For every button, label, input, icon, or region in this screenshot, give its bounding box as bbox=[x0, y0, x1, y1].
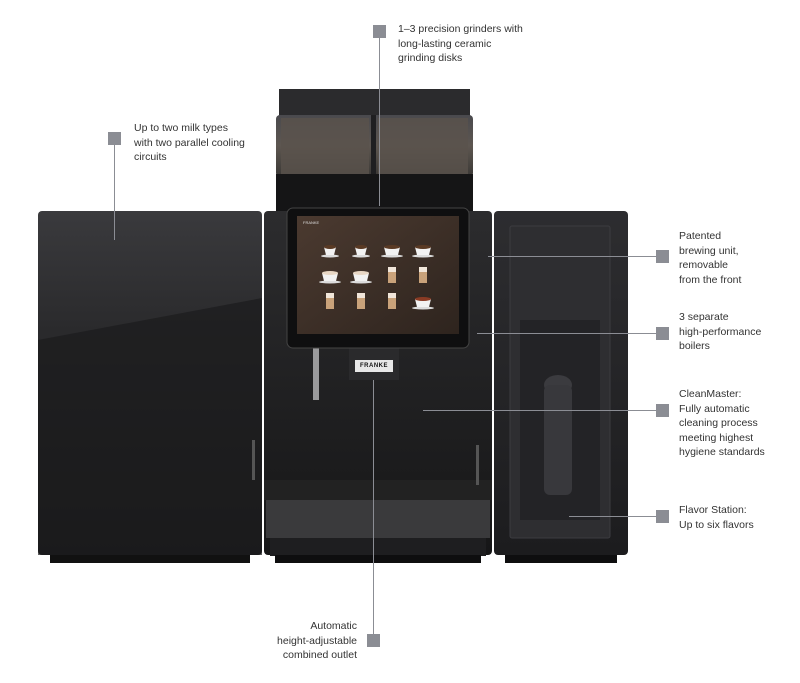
latte-glass-icon bbox=[357, 293, 365, 309]
outlet-annotation: Automatic height-adjustable combined out… bbox=[277, 620, 357, 661]
latte-glass-icon bbox=[388, 293, 396, 309]
brewing-unit-marker bbox=[656, 250, 669, 263]
milk-annotation: Up to two milk types with two parallel c… bbox=[134, 122, 245, 163]
latte-glass-icon bbox=[419, 267, 427, 283]
brewing-unit-leader bbox=[488, 256, 656, 257]
grinders-marker bbox=[373, 25, 386, 38]
boilers-annotation: 3 separate high-performance boilers bbox=[679, 311, 762, 352]
flavor-leader bbox=[569, 516, 656, 517]
cappuccino-cup-icon bbox=[350, 271, 372, 284]
espresso-cup-icon bbox=[321, 245, 339, 258]
boilers-leader bbox=[477, 333, 656, 334]
brand-badge: FRANKE bbox=[355, 360, 393, 372]
espresso-cup-icon bbox=[352, 245, 370, 258]
milk-cooling-unit bbox=[38, 211, 262, 563]
touch-screen bbox=[286, 207, 470, 349]
coffee-cup-icon bbox=[412, 245, 434, 258]
coffee-cup-icon bbox=[381, 245, 403, 258]
flavor-station-unit bbox=[494, 211, 628, 563]
grinders-annotation: 1–3 precision grinders with long-lasting… bbox=[398, 23, 523, 64]
cleanmaster-annotation: CleanMaster: Fully automatic cleaning pr… bbox=[679, 388, 765, 458]
cleanmaster-leader bbox=[423, 410, 656, 411]
screen-header-label: FRANKE bbox=[303, 220, 320, 225]
outlet-marker bbox=[367, 634, 380, 647]
drink-grid bbox=[319, 245, 434, 310]
boilers-marker bbox=[656, 327, 669, 340]
grinders-leader bbox=[379, 37, 380, 206]
cappuccino-cup-icon bbox=[319, 271, 341, 284]
milk-leader bbox=[114, 145, 115, 240]
flavor-marker bbox=[656, 510, 669, 523]
latte-glass-icon bbox=[326, 293, 334, 309]
hot-chocolate-cup-icon bbox=[412, 297, 434, 310]
brewing-unit-annotation: Patented brewing unit, removable from th… bbox=[679, 230, 742, 286]
outlet-leader bbox=[373, 380, 374, 636]
latte-glass-icon bbox=[388, 267, 396, 283]
milk-marker bbox=[108, 132, 121, 145]
bean-hopper-unit bbox=[276, 89, 473, 214]
flavor-annotation: Flavor Station: Up to six flavors bbox=[679, 504, 754, 531]
cleanmaster-marker bbox=[656, 404, 669, 417]
